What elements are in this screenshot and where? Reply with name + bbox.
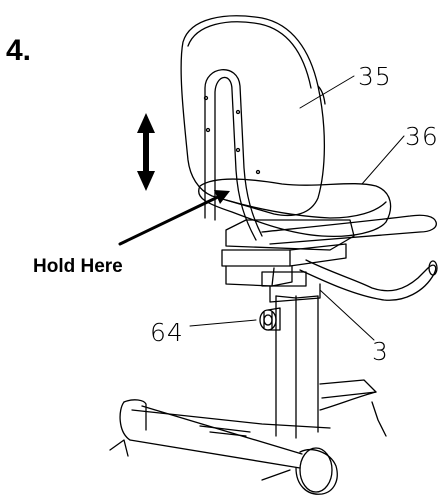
up-down-arrow-icon [137,113,155,191]
side-handlebars [261,214,438,301]
seat-carriage [221,219,355,287]
seat-back [180,15,326,217]
seat-cushion [198,178,392,238]
backrest-frame [203,69,263,241]
callout-3: 3 [372,337,389,366]
step-number: 4. [6,34,32,67]
hold-here-label: Hold Here [33,256,123,277]
callout-36: 36 [405,122,439,151]
hold-here-arrow [118,190,230,246]
callout-leaders [189,75,405,341]
callout-64: 64 [150,318,184,347]
frame-base [109,379,387,495]
seat-post [269,283,321,439]
adjustment-knob-icon [259,307,281,331]
callout-35: 35 [358,62,392,91]
